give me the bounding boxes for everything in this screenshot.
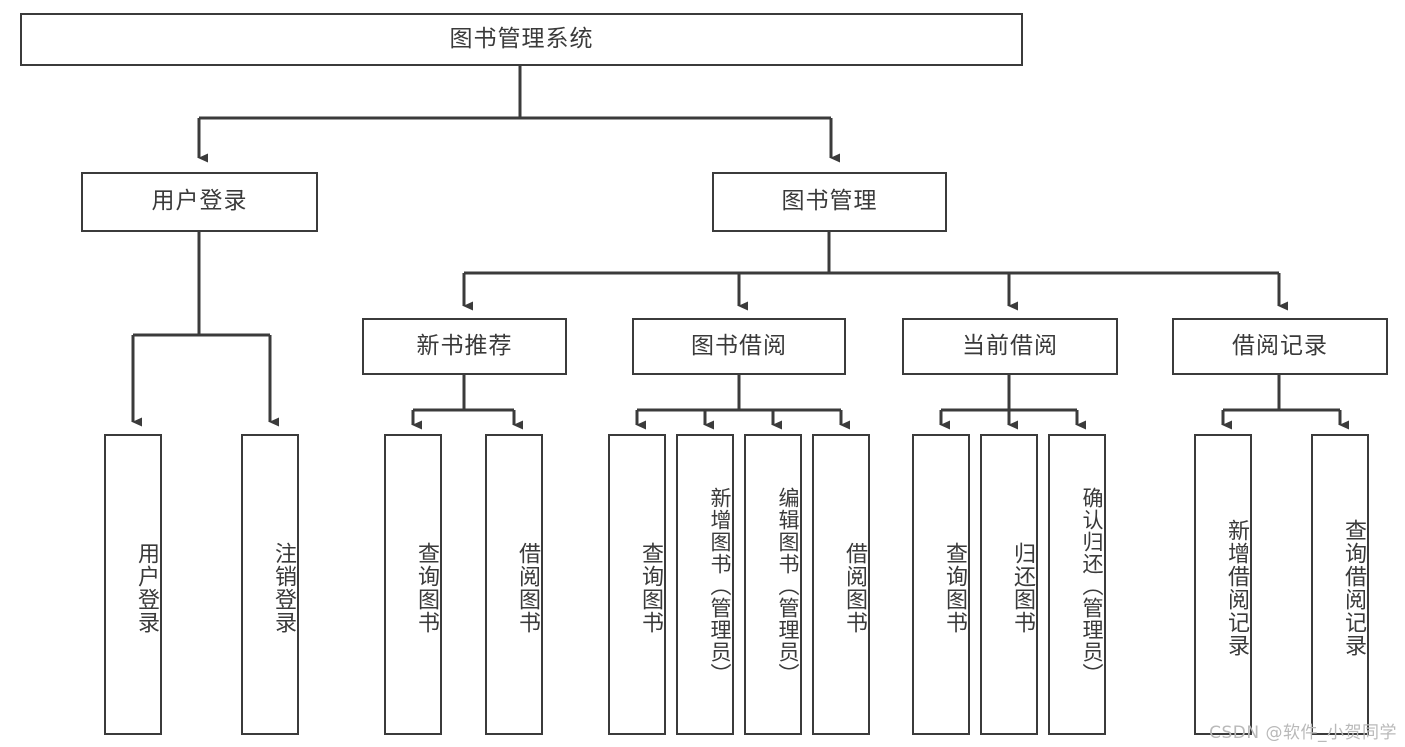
node-user-login[interactable]: 用户登录	[81, 172, 318, 232]
leaf-borrow-record-query-record[interactable]: 查询借阅记录	[1311, 434, 1369, 735]
leaf-book-borrow-add-book[interactable]: 新增图书（管理员）	[676, 434, 734, 735]
leaf-new-book-borrow-book[interactable]: 借阅图书	[485, 434, 543, 735]
leaf-label: 借阅图书	[515, 541, 540, 634]
leaf-label: 归还图书	[1010, 541, 1035, 634]
leaf-label: 查询图书	[638, 541, 663, 634]
node-current-borrow[interactable]: 当前借阅	[902, 318, 1118, 375]
leaf-current-borrow-confirm-return[interactable]: 确认归还（管理员）	[1048, 434, 1106, 735]
leaf-current-borrow-return-book[interactable]: 归还图书	[980, 434, 1038, 735]
node-book-borrow[interactable]: 图书借阅	[632, 318, 846, 375]
leaf-new-book-query-book[interactable]: 查询图书	[384, 434, 442, 735]
leaf-book-borrow-borrow-book[interactable]: 借阅图书	[812, 434, 870, 735]
leaf-label: 新增借阅记录	[1224, 518, 1249, 657]
leaf-current-borrow-query-book[interactable]: 查询图书	[912, 434, 970, 735]
leaf-label: 注销登录	[271, 541, 296, 634]
leaf-label: 确认归还（管理员）	[1080, 486, 1104, 685]
leaf-label: 借阅图书	[842, 541, 867, 634]
leaf-user-login-login[interactable]: 用户登录	[104, 434, 162, 735]
node-new-book-recommend[interactable]: 新书推荐	[362, 318, 567, 375]
leaf-label: 新增图书（管理员）	[708, 486, 732, 685]
leaf-label: 编辑图书（管理员）	[776, 486, 800, 685]
node-borrow-record[interactable]: 借阅记录	[1172, 318, 1388, 375]
csdn-watermark: CSDN @软件_小贺同学	[1209, 723, 1397, 743]
node-root-system[interactable]: 图书管理系统	[20, 13, 1023, 66]
leaf-label: 用户登录	[134, 541, 159, 634]
node-book-management[interactable]: 图书管理	[712, 172, 947, 232]
leaf-user-login-logout[interactable]: 注销登录	[241, 434, 299, 735]
leaf-book-borrow-edit-book[interactable]: 编辑图书（管理员）	[744, 434, 802, 735]
leaf-label: 查询借阅记录	[1341, 518, 1366, 657]
leaf-label: 查询图书	[414, 541, 439, 634]
leaf-borrow-record-add-record[interactable]: 新增借阅记录	[1194, 434, 1252, 735]
leaf-book-borrow-query-book[interactable]: 查询图书	[608, 434, 666, 735]
leaf-label: 查询图书	[942, 541, 967, 634]
